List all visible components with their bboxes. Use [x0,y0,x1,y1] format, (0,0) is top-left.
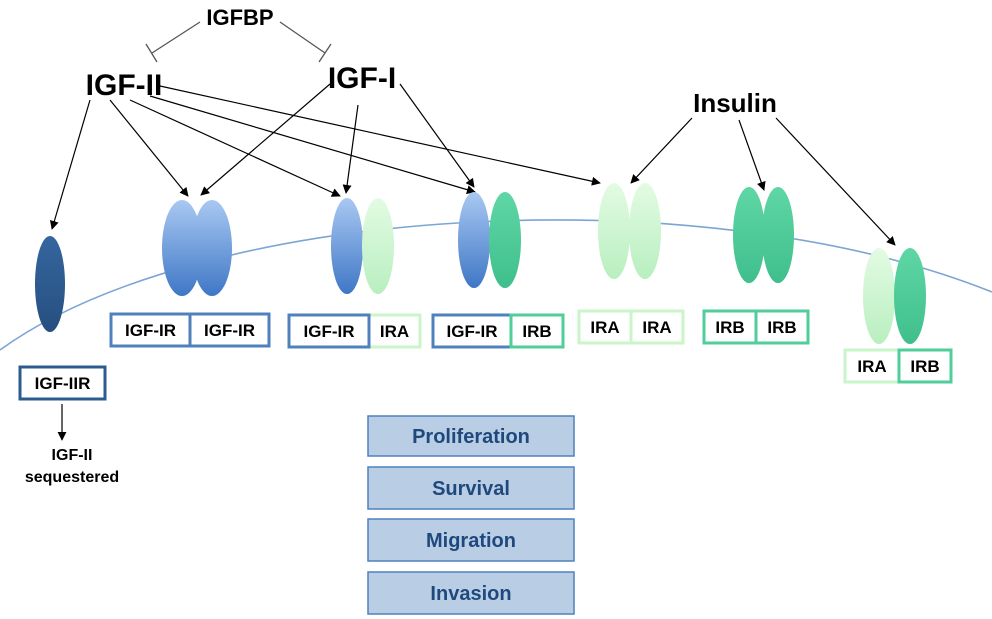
svg-text:IRB: IRB [910,357,939,376]
svg-text:IRB: IRB [522,322,551,341]
outcome-invasion: Invasion [367,571,575,615]
outcome-proliferation: Proliferation [367,415,575,457]
svg-text:IRA: IRA [642,318,671,337]
label-igf1r-irb: IGF-IR IRB [431,313,565,349]
svg-text:Invasion: Invasion [430,583,511,605]
svg-text:IRA: IRA [590,318,619,337]
svg-text:IGF-IR: IGF-IR [125,321,176,340]
igf2-label: IGF-II [86,69,163,102]
label-igf2r: IGF-IIR [18,365,107,401]
outcome-migration: Migration [367,518,575,562]
svg-text:IRA: IRA [380,322,409,341]
receptor-ira-ira [598,183,661,279]
svg-text:IGF-IR: IGF-IR [304,322,355,341]
label-irb-irb: IRB IRB [702,309,810,345]
insulin-label: Insulin [693,88,777,118]
sequestered-line-1: IGF-II [52,447,93,464]
svg-text:Proliferation: Proliferation [412,426,530,448]
outcome-survival: Survival [367,466,575,510]
receptor-igf2r [35,236,65,332]
svg-text:IGF-IR: IGF-IR [204,321,255,340]
svg-text:Migration: Migration [426,530,516,552]
label-ira-irb: IRA IRB [843,348,953,384]
igfbp-inhibition-lines [145,21,332,63]
svg-text:Survival: Survival [432,478,510,500]
label-igf1r-igf1r: IGF-IR IGF-IR [109,312,271,348]
svg-text:IGF-IIR: IGF-IIR [35,374,91,393]
igf1-label: IGF-I [328,62,396,95]
receptor-ira-irb [863,248,926,344]
receptor-igf1r-ira [331,198,394,294]
svg-text:IRB: IRB [715,318,744,337]
igfbp-label: IGFBP [206,5,273,30]
svg-text:IGF-IR: IGF-IR [447,322,498,341]
receptor-irb-irb [733,187,794,283]
receptor-igf1r-irb [458,192,521,288]
binding-arrows [49,83,896,441]
sequestered-line-2: sequestered [25,469,119,486]
label-ira-ira: IRA IRA [577,309,685,345]
svg-text:IRB: IRB [767,318,796,337]
label-igf1r-ira: IGF-IR IRA [287,313,422,349]
svg-text:IRA: IRA [857,357,886,376]
receptor-igf1r-igf1r [162,200,232,296]
